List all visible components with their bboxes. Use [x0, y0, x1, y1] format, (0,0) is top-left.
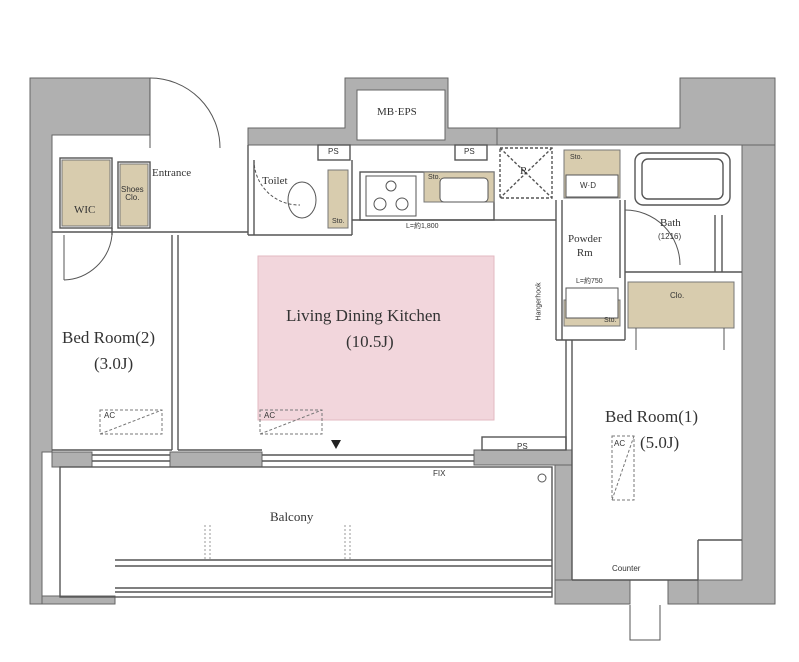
label-bedroom1-name: Bed Room(1)	[605, 407, 699, 426]
label-ac-3: AC	[614, 439, 626, 448]
interior-walls	[52, 144, 742, 598]
label-ldk-name: Living Dining Kitchen	[286, 306, 441, 325]
label-ac-2: AC	[264, 411, 276, 420]
label-storage-powder: Sto.	[604, 317, 617, 324]
ldk-highlight	[257, 255, 495, 421]
toilet-bowl	[287, 181, 317, 219]
label-toilet: Toilet	[262, 175, 288, 187]
label-wic: WIC	[74, 204, 96, 216]
label-ac-1: AC	[104, 411, 116, 420]
label-refrigerator: R	[520, 165, 528, 177]
label-washer-dryer: W·D	[580, 181, 596, 190]
kitchen-sink	[439, 177, 489, 203]
label-storage-toilet: Sto.	[332, 218, 345, 225]
label-bedroom2-size: (3.0J)	[94, 354, 134, 373]
label-vanity-length: L=約750	[576, 278, 603, 285]
entrance-marker	[331, 440, 341, 449]
label-kitchen-length: L=約1,800	[406, 223, 439, 230]
label-powder-room: Powder Rm	[568, 233, 602, 260]
label-bedroom2-name: Bed Room(2)	[62, 328, 156, 347]
label-bath-size: (1216)	[658, 232, 682, 241]
ac-units	[99, 409, 635, 501]
label-hanger-hook: Hangerhook	[535, 282, 543, 321]
label-bath: Bath	[660, 217, 681, 229]
label-shoes-closet: Shoes Clo.	[121, 185, 144, 202]
label-storage-kitchen: Sto.	[428, 174, 441, 181]
label-closet: Clo.	[670, 291, 685, 300]
label-ps-3: PS	[517, 442, 528, 451]
drain	[537, 473, 547, 483]
label-ps-2: PS	[464, 147, 475, 156]
label-counter: Counter	[612, 564, 641, 573]
balcony-dashes	[204, 525, 351, 560]
stove-burners	[365, 175, 417, 217]
label-ldk-size: (10.5J)	[346, 332, 394, 351]
label-mb-eps: MB·EPS	[377, 106, 417, 118]
label-ps-1: PS	[328, 147, 339, 156]
mb-eps-shaft	[356, 89, 446, 141]
label-storage-laundry: Sto.	[570, 154, 583, 161]
doors	[63, 77, 681, 641]
label-entrance: Entrance	[152, 167, 192, 179]
vanity	[565, 287, 619, 319]
washer	[565, 174, 619, 198]
label-bedroom1-size: (5.0J)	[640, 433, 680, 452]
label-fix-window: FIX	[433, 469, 446, 478]
closet-markers	[635, 328, 725, 350]
label-balcony: Balcony	[270, 509, 314, 524]
